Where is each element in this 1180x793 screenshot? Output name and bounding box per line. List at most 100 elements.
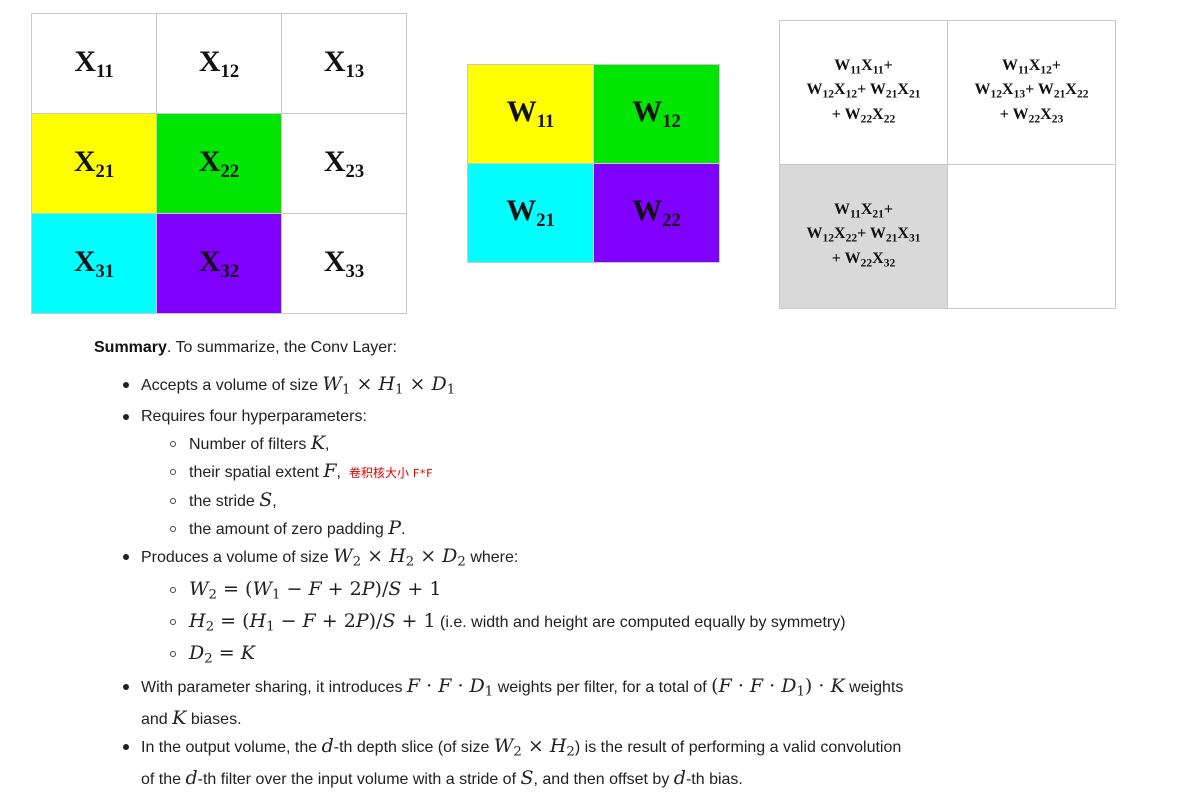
math-f: F — [323, 460, 337, 483]
term-subscript: 11 — [1017, 64, 1029, 77]
formula-line: W12X13+ W21X22 — [948, 80, 1115, 104]
input-cell: X13 — [281, 13, 407, 114]
bullet-text: Number of filters — [189, 436, 307, 454]
input-cell-label: X31 — [74, 245, 114, 282]
term-base: + — [883, 200, 894, 218]
math-d2-formula: D2 = K — [189, 642, 255, 667]
input-cell: X32 — [156, 213, 282, 314]
label-subscript: 12 — [220, 60, 240, 82]
label-base: X — [198, 44, 221, 78]
term-subscript: 22 — [1076, 88, 1089, 101]
list-item: D2 = K — [141, 640, 1134, 672]
term-base: W — [806, 225, 823, 243]
bullet-text: , and then offset by — [533, 771, 670, 789]
math-input-size: W1 × H1 × D1 — [322, 373, 456, 398]
formula-line: W11X11+ — [780, 56, 947, 80]
label-base: X — [74, 44, 97, 78]
term-base: + W — [857, 225, 886, 243]
formula-line: W12X22+ W21X31 — [780, 224, 947, 248]
bullet-text: where: — [470, 549, 519, 567]
input-cell-label: X32 — [199, 245, 239, 282]
input-cell-label: X21 — [74, 145, 114, 182]
input-cell-label: X11 — [74, 44, 113, 82]
label-base: W — [506, 95, 537, 129]
math-d: d — [185, 767, 198, 790]
bullet-text: Accepts a volume of size — [141, 377, 318, 394]
bullet-text: -th filter over the input volume with a … — [197, 771, 517, 789]
term-subscript: 22 — [1028, 113, 1041, 126]
kernel-cell-label: W22 — [632, 194, 681, 231]
term-subscript: 13 — [1013, 88, 1026, 101]
label-base: W — [632, 95, 663, 129]
bullet-text: weights per filter, for a total of — [497, 678, 707, 696]
term-base: X — [860, 200, 873, 218]
term-base: X — [1065, 81, 1077, 99]
term-base: X — [1028, 56, 1041, 74]
term-base: X — [1040, 105, 1052, 123]
handwritten-note: 卷积核大小 F*F — [349, 466, 433, 480]
math-d: d — [673, 767, 686, 790]
term-base: W — [833, 200, 850, 218]
summary-heading-rest: . To summarize, the Conv Layer: — [166, 339, 397, 356]
input-cell: X22 — [156, 113, 282, 214]
label-subscript: 12 — [662, 110, 681, 132]
bullet-text: their spatial extent — [189, 464, 319, 482]
label-base: W — [632, 194, 663, 228]
term-subscript: 22 — [845, 232, 858, 245]
bullet-text: With parameter sharing, it introduces — [141, 678, 403, 696]
term-base: X — [897, 225, 909, 243]
term-base: X — [872, 249, 884, 267]
term-subscript: 22 — [860, 113, 873, 126]
note-text: 卷积核大小 — [348, 466, 409, 481]
input-cell-label: X13 — [324, 45, 364, 82]
summary-heading: Summary. To summarize, the Conv Layer: — [94, 337, 1134, 359]
math-total-weights: (F · F · D1) · K — [711, 674, 845, 699]
bullet-text: the stride — [189, 493, 255, 511]
term-subscript: 21 — [1053, 88, 1066, 101]
bullet-text: biases. — [190, 710, 242, 728]
list-item: Produces a volume of size W2 × H2 × D2 w… — [94, 543, 1134, 672]
term-subscript: 11 — [849, 208, 861, 221]
list-item: the amount of zero padding P. — [141, 515, 1134, 543]
input-cell-label: X22 — [199, 145, 239, 182]
input-cell: X23 — [281, 113, 407, 214]
output-formula: W11X21+W12X22+ W21X31+ W22X32 — [780, 200, 947, 273]
term-subscript: 23 — [1051, 113, 1064, 126]
input-cell: X12 — [156, 13, 282, 114]
list-item: With parameter sharing, it introduces F … — [94, 673, 1134, 733]
term-subscript: 21 — [885, 232, 898, 245]
term-base: + W — [857, 81, 886, 99]
list-item: their spatial extent F,卷积核大小 F*F — [141, 458, 1134, 487]
kernel-cell: W12 — [593, 64, 720, 164]
list-item: H2 = (H1 − F + 2P)/S + 1 (i.e. width and… — [141, 608, 1134, 640]
term-base: W — [1001, 56, 1018, 74]
term-subscript: 11 — [850, 64, 862, 77]
term-base: + W — [1025, 81, 1054, 99]
term-base: W — [806, 81, 823, 99]
math-k: K — [172, 706, 187, 729]
term-base: W — [974, 81, 991, 99]
hyperparameter-list: Number of filters K, their spatial exten… — [141, 430, 1134, 543]
bullet-text: weights — [849, 678, 904, 696]
label-base: W — [506, 194, 537, 228]
label-subscript: 33 — [345, 260, 365, 282]
formula-line: W12X12+ W21X21 — [780, 80, 947, 104]
list-item: W2 = (W1 − F + 2P)/S + 1 — [141, 576, 1134, 608]
input-cell: X11 — [31, 13, 157, 114]
formula-line: + W22X32 — [780, 249, 947, 273]
kernel-cell-label: W21 — [506, 194, 555, 231]
term-base: + — [883, 56, 893, 74]
term-subscript: 21 — [885, 88, 898, 101]
output-formula: W11X12+W12X13+ W21X22+ W22X23 — [948, 56, 1115, 129]
math-output-size: W2 × H2 × D2 — [333, 545, 466, 570]
bullet-text: Produces a volume of size — [141, 549, 329, 567]
kernel-cell: W21 — [467, 163, 594, 263]
math-h2-formula: H2 = (H1 − F + 2P)/S + 1 — [189, 609, 436, 635]
input-cell: X21 — [31, 113, 157, 214]
output-cell — [947, 164, 1116, 309]
term-base: + W — [831, 249, 861, 267]
formula-line: + W22X22 — [780, 105, 947, 129]
